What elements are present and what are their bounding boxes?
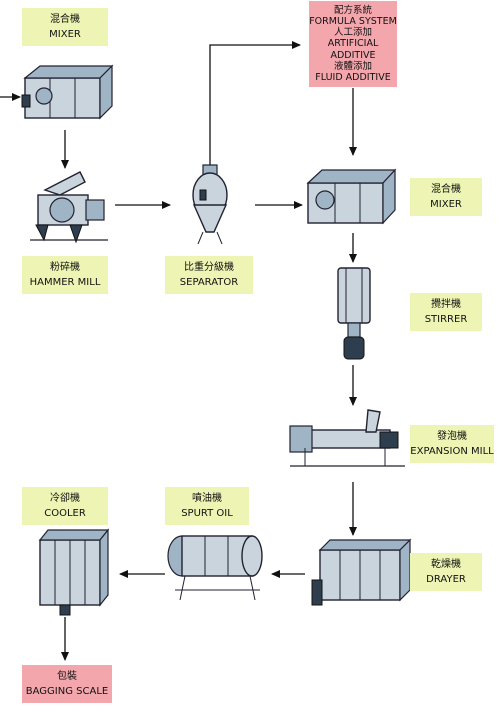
label-en: ARTIFICIAL	[327, 38, 379, 50]
label-zh: 混合機	[431, 184, 461, 195]
separator-machine	[192, 164, 228, 245]
label-spurt-oil: 噴油機 SPURT OIL	[165, 487, 249, 525]
label-zh: 比重分級機	[184, 262, 234, 273]
label-zh: 乾燥機	[431, 559, 461, 570]
label-en: DRAYER	[426, 574, 466, 585]
label-en: FLUID ADDITIVE	[315, 72, 391, 83]
mixer-machine-top	[21, 64, 114, 120]
spurt-oil-machine	[167, 535, 263, 601]
flow-arrows	[0, 41, 357, 661]
cooler-machine	[38, 528, 110, 616]
label-mixer-top: 混合機 MIXER	[22, 8, 108, 46]
label-zh: 包裝	[57, 671, 77, 682]
label-expansion-mill: 發泡機 EXPANSION MILL	[410, 425, 494, 463]
label-bagging-scale: 包裝 BAGGING SCALE	[22, 665, 112, 703]
label-zh: 攪拌機	[431, 299, 461, 310]
label-stirrer: 攪拌機 STIRRER	[410, 293, 482, 331]
label-en: FORMULA SYSTEM	[309, 15, 397, 27]
label-separator: 比重分級機 SEPARATOR	[165, 256, 253, 294]
stirrer-machine	[337, 267, 371, 360]
label-dryer: 乾燥機 DRAYER	[410, 553, 482, 591]
label-en: MIXER	[430, 199, 462, 210]
label-en: HAMMER MILL	[29, 277, 101, 288]
label-en: SEPARATOR	[179, 277, 239, 288]
label-en: STIRRER	[424, 314, 468, 325]
expansion-mill-machine	[289, 409, 405, 467]
label-zh: 混合機	[50, 14, 80, 25]
label-zh: 液體添加	[333, 60, 372, 72]
label-cooler: 冷卻機 COOLER	[22, 487, 108, 525]
label-en: BAGGING SCALE	[25, 686, 109, 697]
label-zh: 冷卻機	[50, 493, 80, 504]
label-en: ADDITIVE	[330, 49, 376, 61]
label-zh: 配方系統	[333, 4, 372, 16]
label-en: EXPANSION MILL	[410, 446, 494, 457]
label-zh: 人工添加	[333, 27, 372, 39]
label-formula-system: 配方系統 FORMULA SYSTEM 人工添加 ARTIFICIAL ADDI…	[309, 1, 397, 87]
dryer-machine	[311, 538, 412, 606]
arrow-separator-to-formula	[209, 41, 301, 165]
label-hammer-mill: 粉碎機 HAMMER MILL	[22, 256, 108, 294]
label-mixer-right: 混合機 MIXER	[410, 178, 482, 216]
label-en: COOLER	[44, 508, 86, 519]
label-zh: 噴油機	[192, 493, 222, 504]
hammer-mill-machine	[30, 171, 108, 244]
label-zh: 發泡機	[437, 431, 467, 442]
mixer-machine-right	[306, 168, 397, 225]
label-zh: 粉碎機	[50, 262, 80, 273]
label-en: SPURT OIL	[181, 508, 233, 519]
label-en: MIXER	[49, 29, 81, 40]
